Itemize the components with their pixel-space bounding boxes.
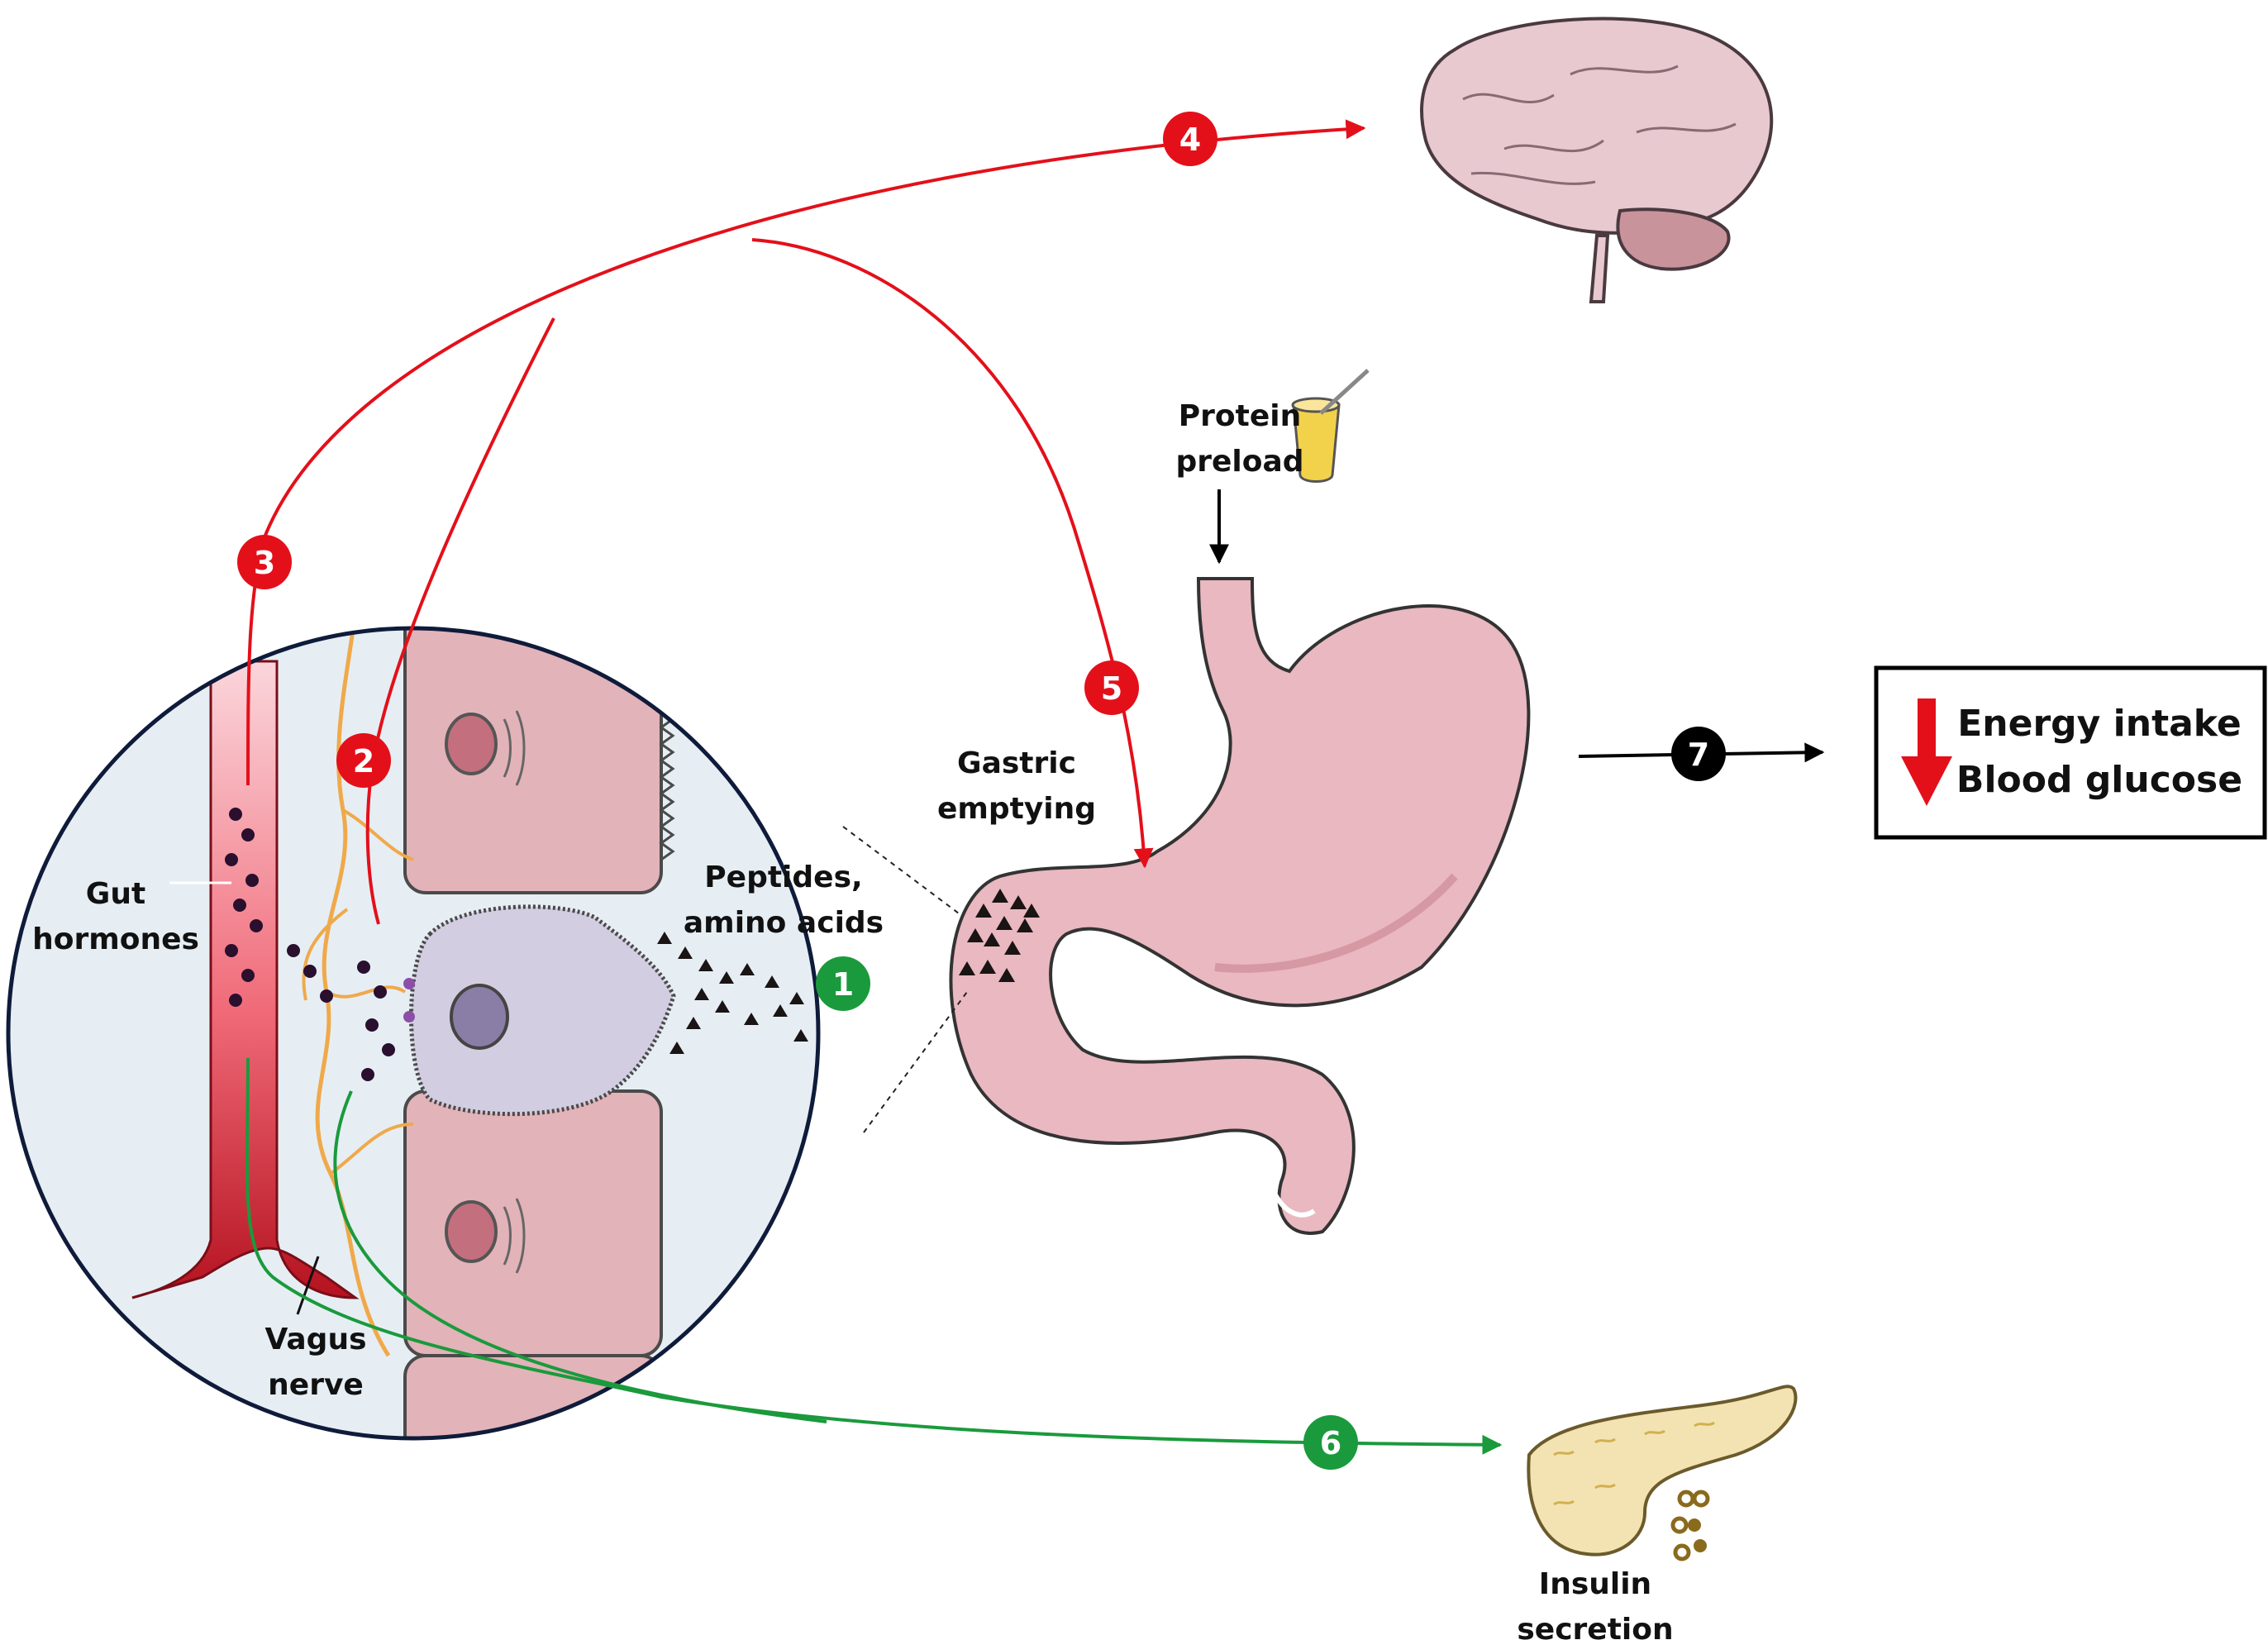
hormone-dots — [225, 808, 415, 1081]
step-2-badge: 2 — [336, 733, 391, 788]
stomach-icon — [949, 577, 1531, 1235]
gut-hormones-label-line1: Gut — [86, 877, 145, 911]
circle-peptide-triangles — [657, 932, 808, 1054]
outcome-blood-glucose: Blood glucose — [1956, 759, 2242, 801]
pathway-3-4-line — [246, 119, 1366, 786]
gut-hormones-label-line2: hormones — [32, 922, 199, 956]
pancreas-icon — [1527, 1385, 1798, 1561]
step-5-badge: 5 — [1084, 660, 1139, 715]
outcome-energy-intake: Energy intake — [1957, 703, 2241, 745]
protein-label-line1: Protein — [1179, 399, 1301, 433]
protein-label-line2: preload — [1175, 445, 1303, 479]
insulin-label-line1: Insulin — [1539, 1567, 1651, 1601]
svg-text:7: 7 — [1688, 737, 1709, 773]
step-7-badge: 7 — [1671, 727, 1726, 781]
vagus-label-line2: nerve — [268, 1368, 364, 1402]
drink-glass-icon — [1291, 369, 1370, 483]
pathway-5-line — [751, 238, 1154, 869]
svg-text:3: 3 — [254, 545, 275, 581]
pathway-2-line — [365, 317, 555, 925]
step-3-badge: 3 — [237, 535, 292, 589]
insulin-label-line2: secretion — [1517, 1613, 1673, 1640]
gastric-label-line2: emptying — [937, 792, 1096, 826]
down-arrow-icon — [1901, 698, 1952, 806]
step-4-badge: 4 — [1163, 112, 1217, 166]
pathway-6-line — [245, 1057, 1503, 1455]
svg-text:1: 1 — [832, 966, 854, 1003]
vagus-leader — [296, 1256, 320, 1315]
pathway-6-line-nerve — [333, 1090, 827, 1423]
peptides-label-line1: Peptides, — [704, 861, 862, 894]
step-6-badge: 6 — [1303, 1415, 1358, 1470]
gastric-label-line1: Gastric — [957, 746, 1076, 780]
peptides-label-line2: amino acids — [684, 906, 884, 940]
svg-text:4: 4 — [1179, 122, 1201, 158]
stomach-peptide-triangles — [959, 889, 1040, 982]
step-1-badge: 1 — [816, 956, 870, 1011]
vagus-label-line1: Vagus — [264, 1323, 366, 1356]
zoom-line-bottom — [863, 991, 968, 1133]
svg-text:2: 2 — [353, 743, 374, 779]
brain-icon — [1420, 17, 1774, 303]
outcome-box — [1874, 665, 2267, 840]
intestinal-cell-zoom — [6, 626, 821, 1441]
svg-text:5: 5 — [1101, 670, 1122, 707]
svg-text:6: 6 — [1320, 1425, 1341, 1461]
zoom-line-top — [842, 826, 960, 914]
